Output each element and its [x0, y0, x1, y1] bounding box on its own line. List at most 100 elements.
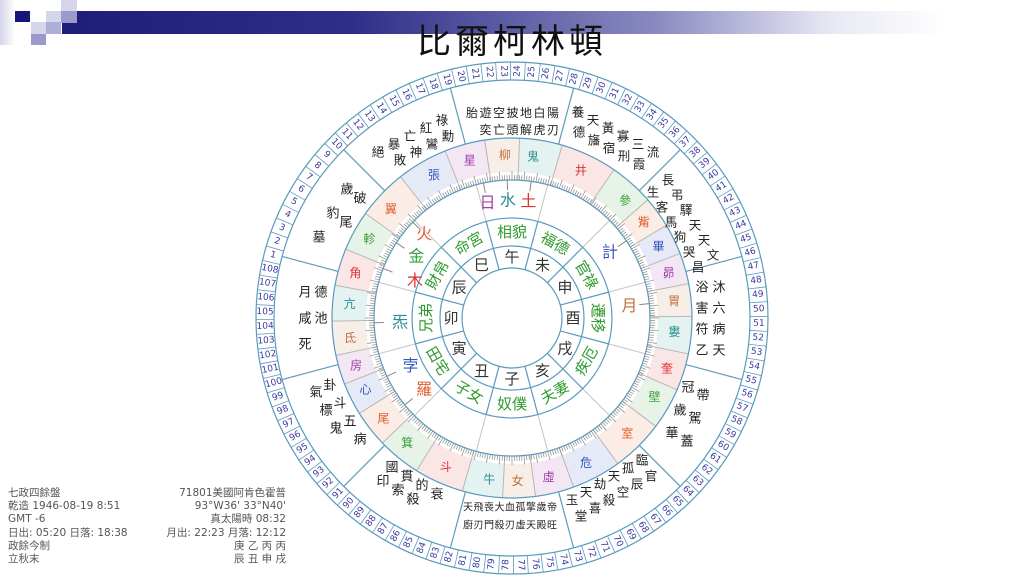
- degree-tick: [370, 295, 376, 297]
- degree-number: 2: [273, 236, 282, 247]
- degree-tick: [494, 176, 496, 182]
- number-cell-divider: [369, 104, 381, 121]
- degree-tick: [602, 209, 607, 215]
- degree-tick: [486, 453, 489, 463]
- degree-tick: [479, 178, 482, 184]
- mansion-boundary-line: [400, 176, 427, 211]
- star-name-char: 頭: [506, 123, 518, 137]
- degree-tick: [465, 182, 468, 188]
- mansion-label: 尾: [378, 411, 390, 425]
- mansion-sector: [400, 150, 458, 204]
- palace-label: 財帛: [422, 258, 453, 293]
- number-cell-divider: [256, 332, 275, 335]
- palace-divider: [546, 352, 584, 390]
- degree-tick: [630, 244, 635, 248]
- number-cell-divider: [619, 529, 629, 547]
- degree-number: 51: [753, 319, 765, 329]
- degree-number: 46: [743, 246, 757, 259]
- header-decor-square: [15, 11, 30, 22]
- star-name-char: 宿: [603, 141, 616, 156]
- degree-tick: [446, 190, 450, 196]
- degree-tick: [644, 278, 650, 281]
- degree-tick: [572, 441, 576, 447]
- number-cell-divider: [739, 242, 757, 249]
- degree-tick: [535, 173, 538, 183]
- number-cell-divider: [384, 524, 395, 541]
- degree-tick: [558, 179, 563, 189]
- degree-number: 70: [611, 534, 625, 549]
- star-name-char: 血: [505, 501, 515, 514]
- degree-tick: [567, 187, 571, 193]
- degree-tick: [425, 203, 430, 208]
- degree-tick: [399, 223, 407, 230]
- degree-tick: [378, 266, 384, 269]
- mansion-sector: [552, 145, 614, 198]
- palace-label: 兄弟: [417, 303, 435, 333]
- star-name-char: 天: [698, 233, 711, 248]
- degree-tick: [635, 254, 641, 258]
- degree-tick: [477, 451, 479, 457]
- degree-tick: [647, 292, 657, 295]
- birth-place: 71801美國阿肯色霍普: [179, 487, 286, 499]
- degree-tick: [647, 290, 653, 293]
- star-name-char: 冠: [681, 381, 694, 396]
- star-name-char: 哭: [683, 245, 696, 260]
- chart-type-label: 七政四餘盤: [8, 487, 61, 499]
- star-name-char: 浴: [695, 281, 708, 296]
- degree-tick: [549, 180, 552, 186]
- star-name-char: 六: [712, 302, 725, 317]
- degree-tick: [423, 205, 428, 210]
- mansion-sector: [594, 169, 648, 223]
- mansion-boundary-line: [444, 150, 462, 191]
- degree-tick: [542, 178, 545, 184]
- number-cell-divider: [256, 304, 275, 306]
- degree-tick: [598, 425, 603, 430]
- mansion-boundary-line: [502, 455, 506, 498]
- degree-tick: [633, 250, 639, 254]
- mansion-label: 觜: [638, 215, 650, 229]
- mansion-boundary-line: [382, 413, 414, 444]
- degree-number: 64: [680, 484, 695, 499]
- mansion-label: 房: [350, 358, 362, 373]
- mansion-label: 星: [464, 154, 476, 168]
- number-cell-divider: [641, 103, 652, 119]
- branch-label: 寅: [452, 340, 467, 358]
- degree-tick: [370, 336, 376, 339]
- degree-tick: [383, 254, 389, 258]
- planet-leader-line: [482, 182, 486, 193]
- degree-tick: [523, 171, 526, 181]
- degree-tick: [565, 444, 569, 450]
- degree-tick: [643, 275, 649, 278]
- number-cell-divider: [346, 122, 359, 137]
- palace-label: 奴僕: [497, 395, 527, 413]
- star-name-char: 空: [493, 106, 505, 120]
- star-name-char: 飛: [474, 502, 484, 514]
- degree-number: 83: [429, 546, 442, 560]
- branch-label: 辰: [452, 279, 467, 297]
- header-decor-square: [46, 11, 61, 23]
- degree-tick: [391, 392, 397, 397]
- degree-tick: [375, 273, 381, 276]
- number-cell-divider: [348, 500, 361, 516]
- degree-tick: [617, 406, 625, 413]
- number-cell-divider: [711, 447, 727, 458]
- degree-tick: [435, 434, 440, 440]
- mansion-sector: [382, 419, 435, 471]
- degree-tick: [646, 285, 652, 288]
- degree-tick: [648, 336, 654, 339]
- degree-tick: [442, 438, 446, 444]
- planet-zone-spoke: [608, 343, 646, 355]
- degree-tick: [636, 376, 646, 381]
- mansion-label: 虛: [543, 470, 555, 484]
- degree-tick: [373, 283, 379, 285]
- degree-tick: [378, 255, 388, 260]
- number-cell-divider: [382, 96, 393, 113]
- number-cell-divider: [436, 73, 443, 91]
- number-cell-divider: [743, 257, 761, 263]
- planet-leader-line: [404, 398, 413, 406]
- degree-number: 71: [598, 540, 612, 554]
- degree-tick: [380, 261, 386, 265]
- number-cell-divider: [451, 69, 457, 87]
- degree-tick: [631, 244, 640, 250]
- star-name-char: 殺: [495, 519, 505, 532]
